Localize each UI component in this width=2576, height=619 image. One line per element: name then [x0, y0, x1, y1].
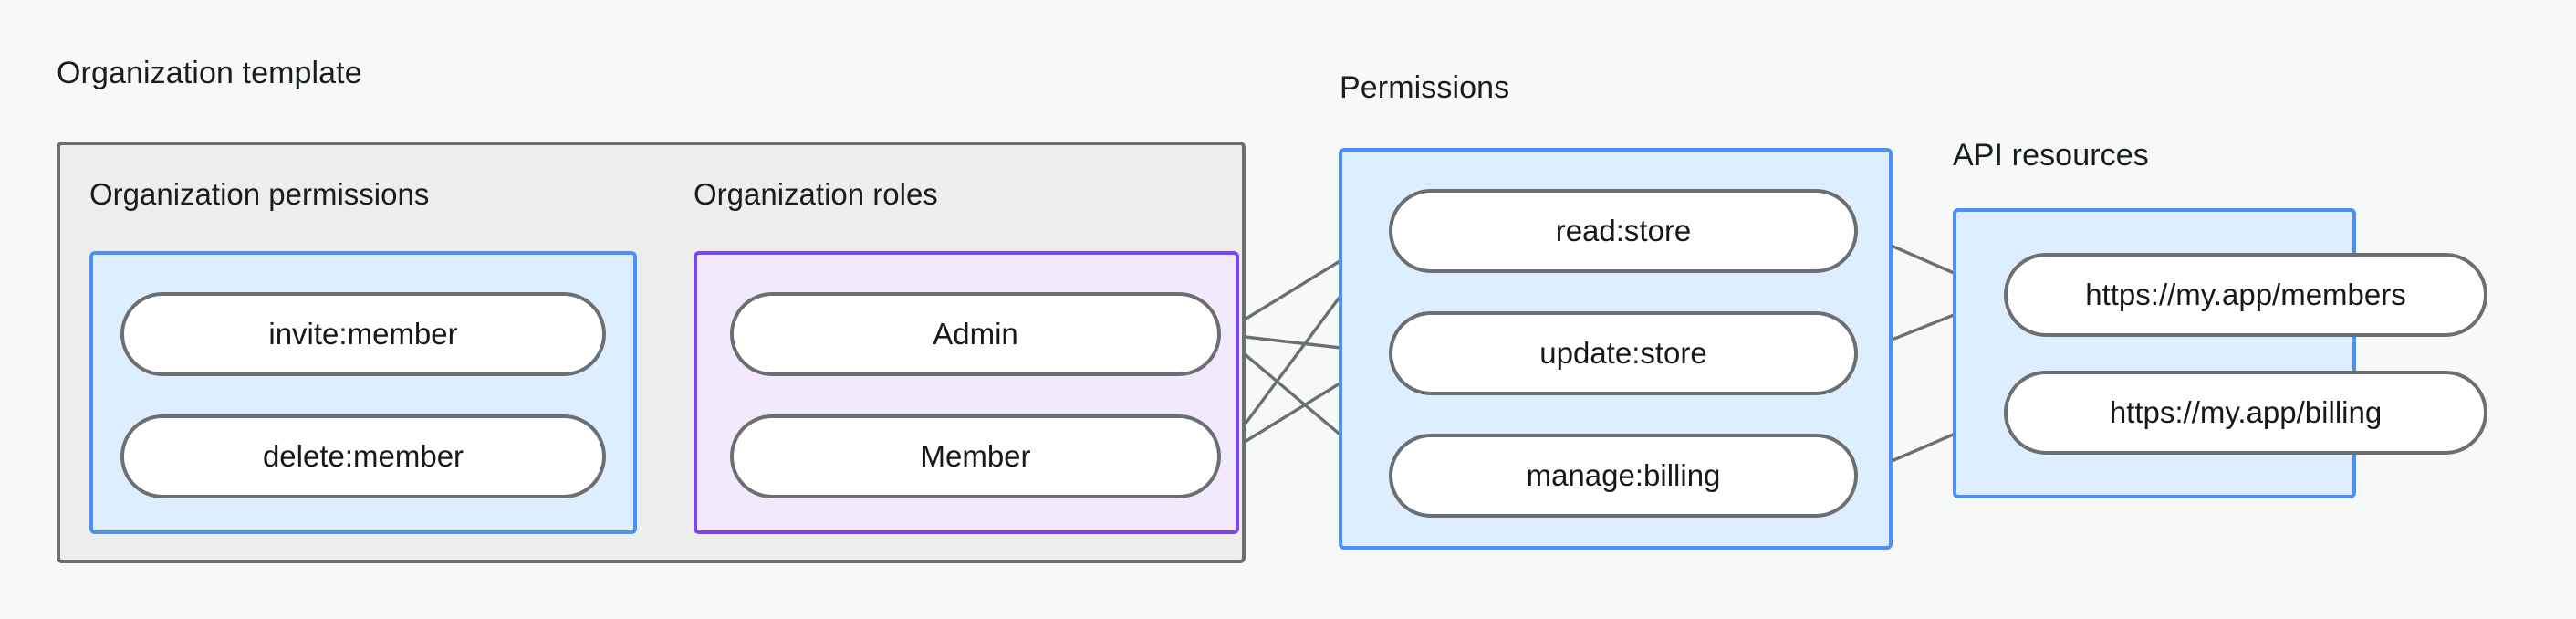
caption-organization-template: Organization template: [57, 56, 362, 90]
node-member[interactable]: Member: [730, 414, 1221, 498]
node-read-store[interactable]: read:store: [1389, 189, 1858, 273]
node-label: read:store: [1555, 214, 1692, 247]
node-manage-billing[interactable]: manage:billing: [1389, 434, 1858, 518]
node-members-url[interactable]: https://my.app/members: [2004, 253, 2487, 337]
node-label: delete:member: [262, 439, 464, 473]
node-label: update:store: [1539, 336, 1707, 370]
node-delete-member[interactable]: delete:member: [120, 414, 606, 498]
node-label: manage:billing: [1526, 458, 1721, 492]
node-invite-member[interactable]: invite:member: [120, 292, 606, 376]
node-admin[interactable]: Admin: [730, 292, 1221, 376]
node-label: https://my.app/billing: [2109, 395, 2383, 429]
node-billing-url[interactable]: https://my.app/billing: [2004, 371, 2487, 455]
node-label: invite:member: [268, 317, 458, 351]
caption-organization-roles: Organization roles: [694, 177, 938, 211]
group-api-resources: [1953, 208, 2356, 498]
caption-organization-permissions: Organization permissions: [89, 177, 430, 211]
node-label: Member: [920, 439, 1031, 473]
caption-api-resources: API resources: [1953, 138, 2149, 173]
node-update-store[interactable]: update:store: [1389, 311, 1858, 395]
caption-permissions: Permissions: [1340, 70, 1510, 105]
node-label: https://my.app/members: [2085, 278, 2406, 311]
node-label: Admin: [933, 317, 1018, 351]
